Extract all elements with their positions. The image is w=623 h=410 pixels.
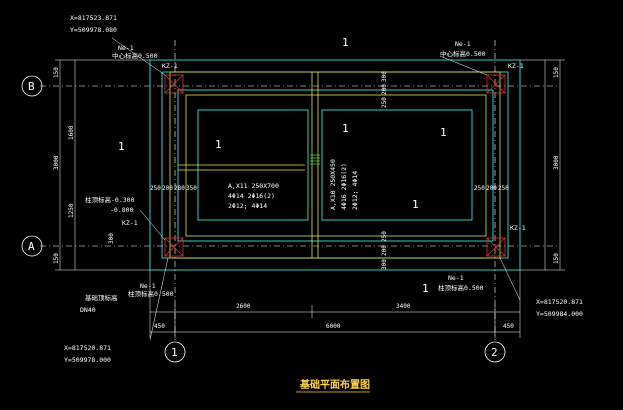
dim-left-150-top: 150 <box>53 67 60 78</box>
dim-bottom-6000: 6000 <box>326 323 341 330</box>
slab-mark: 1 <box>215 138 222 151</box>
label-elev-br: 柱顶标高0.500 <box>438 283 484 292</box>
label-kz1-tr: KZ-1 <box>508 62 524 70</box>
label-left-note2: -0.800 <box>110 206 134 214</box>
label-elev-tl: 中心标高0.500 <box>112 51 158 60</box>
label-ne1-br: Ne-1 <box>448 274 464 282</box>
dim-col-200-bot: 200 <box>381 245 388 256</box>
dim-bottom-3400: 3400 <box>396 303 411 310</box>
dim-left-1250: 1250 <box>68 203 75 218</box>
drawing-title: 基础平面布置图 <box>299 378 370 391</box>
axis-label-2: 2 <box>491 346 498 359</box>
coord-bottom-right-y: Y=509984.000 <box>536 310 583 318</box>
slab-mark: 1 <box>422 282 429 295</box>
columns <box>164 74 506 257</box>
label-left-note1: 柱顶标高-0.300 <box>85 195 135 204</box>
dim-right-3000: 3000 <box>553 155 560 170</box>
label-ne1-bl: Ne-1 <box>140 282 156 290</box>
slab-mark: 1 <box>342 122 349 135</box>
beam2-label-a: A,X10 250X450 <box>329 159 337 210</box>
grid-lines <box>40 40 560 340</box>
label-dn: DN40 <box>80 306 96 314</box>
dim-col-200-top: 200 <box>381 84 388 95</box>
axis-bubbles <box>21 75 506 363</box>
label-ne1-tr: Ne-1 <box>455 40 471 48</box>
coord-top-left-x: X=817523.871 <box>70 14 117 22</box>
beam2-label-c: 2Φ12; 4Φ14 <box>351 171 359 210</box>
beam2-label-b: 4Φ16 2Φ16(2) <box>340 163 348 210</box>
axis-label-a: A <box>28 240 35 253</box>
dim-row-200: 200 <box>162 185 173 192</box>
coord-bottom-left-x: X=817520.871 <box>64 344 111 352</box>
dim-col-250-bot: 250 <box>381 231 388 242</box>
label-elev-bl: 柱顶标高0.500 <box>128 289 174 298</box>
dim-row-250-r: 250 <box>474 185 485 192</box>
dim-bottom-450-l: 450 <box>154 323 165 330</box>
axis-label-b: B <box>28 80 35 93</box>
dim-row-350: 350 <box>186 185 197 192</box>
dim-left-150-bot: 150 <box>53 253 60 264</box>
dim-col-250-top: 250 <box>381 97 388 108</box>
label-elev-tr: 中心标高0.500 <box>440 49 486 58</box>
dim-bottom-450-r: 450 <box>503 323 514 330</box>
dimension-lines <box>55 37 565 341</box>
label-ne1-tl: Ne-1 <box>118 44 134 52</box>
beam-lines <box>169 71 501 259</box>
beam1-label-c: 2Φ12; 4Φ14 <box>228 202 267 210</box>
slab-mark: 1 <box>118 140 125 153</box>
dim-left-1600: 1600 <box>68 125 75 140</box>
slab-mark: 1 <box>440 126 447 139</box>
dim-left-300: 300 <box>108 233 115 244</box>
axis-label-1: 1 <box>171 346 178 359</box>
beam1-label-b: 4Φ14 2Φ16(2) <box>228 192 275 200</box>
slab-mark: 1 <box>342 36 349 49</box>
coord-bottom-right-x: X=817520.871 <box>536 298 583 306</box>
dim-right-150-bot: 150 <box>553 253 560 264</box>
dim-col-300-top: 300 <box>381 71 388 82</box>
label-left-note3: 基础顶标高 <box>85 293 118 302</box>
coord-bottom-left-y: Y=509978.000 <box>64 356 111 364</box>
dim-row-250-r2: 250 <box>498 185 509 192</box>
dim-row-280: 280 <box>174 185 185 192</box>
dim-col-300-bot: 300 <box>381 259 388 270</box>
label-kz1-br: KZ-1 <box>510 224 526 232</box>
beam1-label-a: A,X11 250X700 <box>228 182 279 190</box>
label-kz1-tl: KZ-1 <box>162 62 178 70</box>
dim-bottom-2600: 2600 <box>236 303 251 310</box>
rebar-marks <box>310 154 320 165</box>
dim-row-250: 250 <box>150 185 161 192</box>
dim-row-200-r: 200 <box>486 185 497 192</box>
slab-mark: 1 <box>412 198 419 211</box>
coord-top-left-y: Y=509978.080 <box>70 26 117 34</box>
dim-right-150-top: 150 <box>553 67 560 78</box>
label-kz1-bl: KZ-1 <box>122 219 138 227</box>
dim-left-3000: 3000 <box>53 155 60 170</box>
